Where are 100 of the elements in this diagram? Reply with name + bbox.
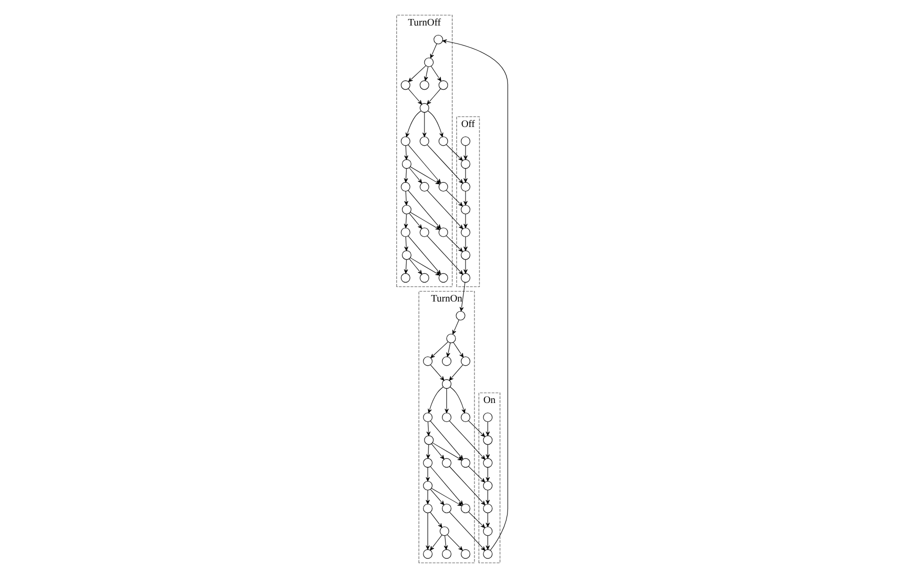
node-circle: [422, 480, 432, 490]
node-circle: [419, 273, 429, 283]
node-circle: [438, 80, 448, 90]
arrow: [452, 342, 464, 358]
arrow: [485, 444, 490, 459]
node-circle: [455, 310, 465, 320]
node-circle: [419, 103, 429, 113]
node-circle: [441, 504, 451, 514]
node-circle: [401, 250, 411, 260]
arrow: [463, 259, 468, 274]
node-circle: [482, 549, 492, 559]
arrow: [485, 490, 490, 504]
node-circle: [422, 549, 432, 559]
arrow: [429, 534, 442, 551]
arrow: [452, 320, 459, 334]
arrow: [445, 190, 462, 206]
node-circle: [438, 273, 448, 283]
arrow: [427, 386, 443, 414]
node-circle: [422, 356, 432, 366]
arrow: [425, 490, 430, 504]
node-circle: [400, 182, 410, 192]
arrow: [410, 258, 440, 276]
arrow: [424, 66, 428, 81]
arrow: [404, 191, 408, 206]
arrow: [448, 512, 485, 551]
arrow: [408, 65, 426, 82]
arrow: [468, 466, 485, 482]
node-circle: [460, 228, 470, 238]
node-circle: [460, 182, 470, 192]
node-circle: [460, 159, 470, 169]
node-circle: [438, 136, 448, 146]
node-circle: [422, 412, 432, 422]
arrow: [408, 258, 422, 274]
arrow: [463, 168, 468, 183]
arrow: [459, 282, 465, 312]
arrow: [403, 214, 408, 228]
arrow: [430, 420, 463, 460]
node-circle: [422, 458, 432, 468]
arrow: [429, 512, 442, 528]
arrow: [448, 364, 463, 381]
arrow: [442, 39, 508, 550]
arrow: [485, 512, 490, 527]
arrow: [445, 144, 462, 161]
arrow: [468, 420, 485, 437]
node-circle: [482, 504, 492, 514]
arrow: [430, 364, 444, 381]
node-circle: [482, 480, 492, 490]
arrow: [463, 236, 468, 251]
node-circle: [460, 250, 470, 260]
arrow: [432, 442, 462, 460]
arrow: [430, 66, 441, 82]
node-circle: [400, 80, 410, 90]
arrow: [485, 422, 490, 436]
arrow: [426, 422, 430, 436]
arrow: [410, 212, 440, 230]
arrow: [446, 534, 462, 551]
node-circle: [419, 80, 429, 90]
arrow: [407, 236, 440, 274]
arrow: [404, 236, 408, 251]
node-circle: [460, 549, 470, 559]
arrow: [426, 190, 463, 230]
arrow: [405, 110, 421, 138]
arrow: [448, 420, 485, 460]
arrow: [408, 88, 422, 105]
arrow: [426, 88, 440, 105]
arrow: [404, 145, 408, 160]
node-circle: [460, 458, 470, 468]
node-circle: [400, 136, 410, 146]
node-circle: [460, 356, 470, 366]
node-circle: [438, 182, 448, 192]
node-circle: [460, 412, 470, 422]
arrow: [430, 444, 444, 460]
node-circle: [401, 159, 411, 169]
node-circle: [441, 458, 451, 468]
node-circle: [419, 182, 429, 192]
arrow: [485, 535, 490, 550]
arrow: [427, 110, 443, 138]
node-circle: [422, 504, 432, 514]
node-circle: [424, 435, 434, 445]
arrow: [449, 386, 466, 414]
arrow: [485, 467, 490, 482]
arrow: [443, 535, 448, 550]
arrow: [430, 342, 448, 358]
node-circle: [460, 136, 470, 146]
node-circle: [433, 34, 443, 44]
arrow: [445, 235, 462, 252]
arrow: [425, 467, 430, 482]
node-circle: [482, 435, 492, 445]
arrow: [463, 145, 468, 160]
arrow: [425, 512, 430, 550]
node-circle: [441, 412, 451, 422]
arrow: [407, 190, 440, 229]
arrow: [422, 112, 426, 137]
arrow: [403, 168, 408, 183]
arrow: [430, 489, 444, 506]
arrow: [463, 214, 468, 228]
node-circle: [419, 228, 429, 238]
node-circle: [439, 526, 449, 536]
node-circle: [438, 228, 448, 238]
node-circle: [482, 526, 492, 536]
